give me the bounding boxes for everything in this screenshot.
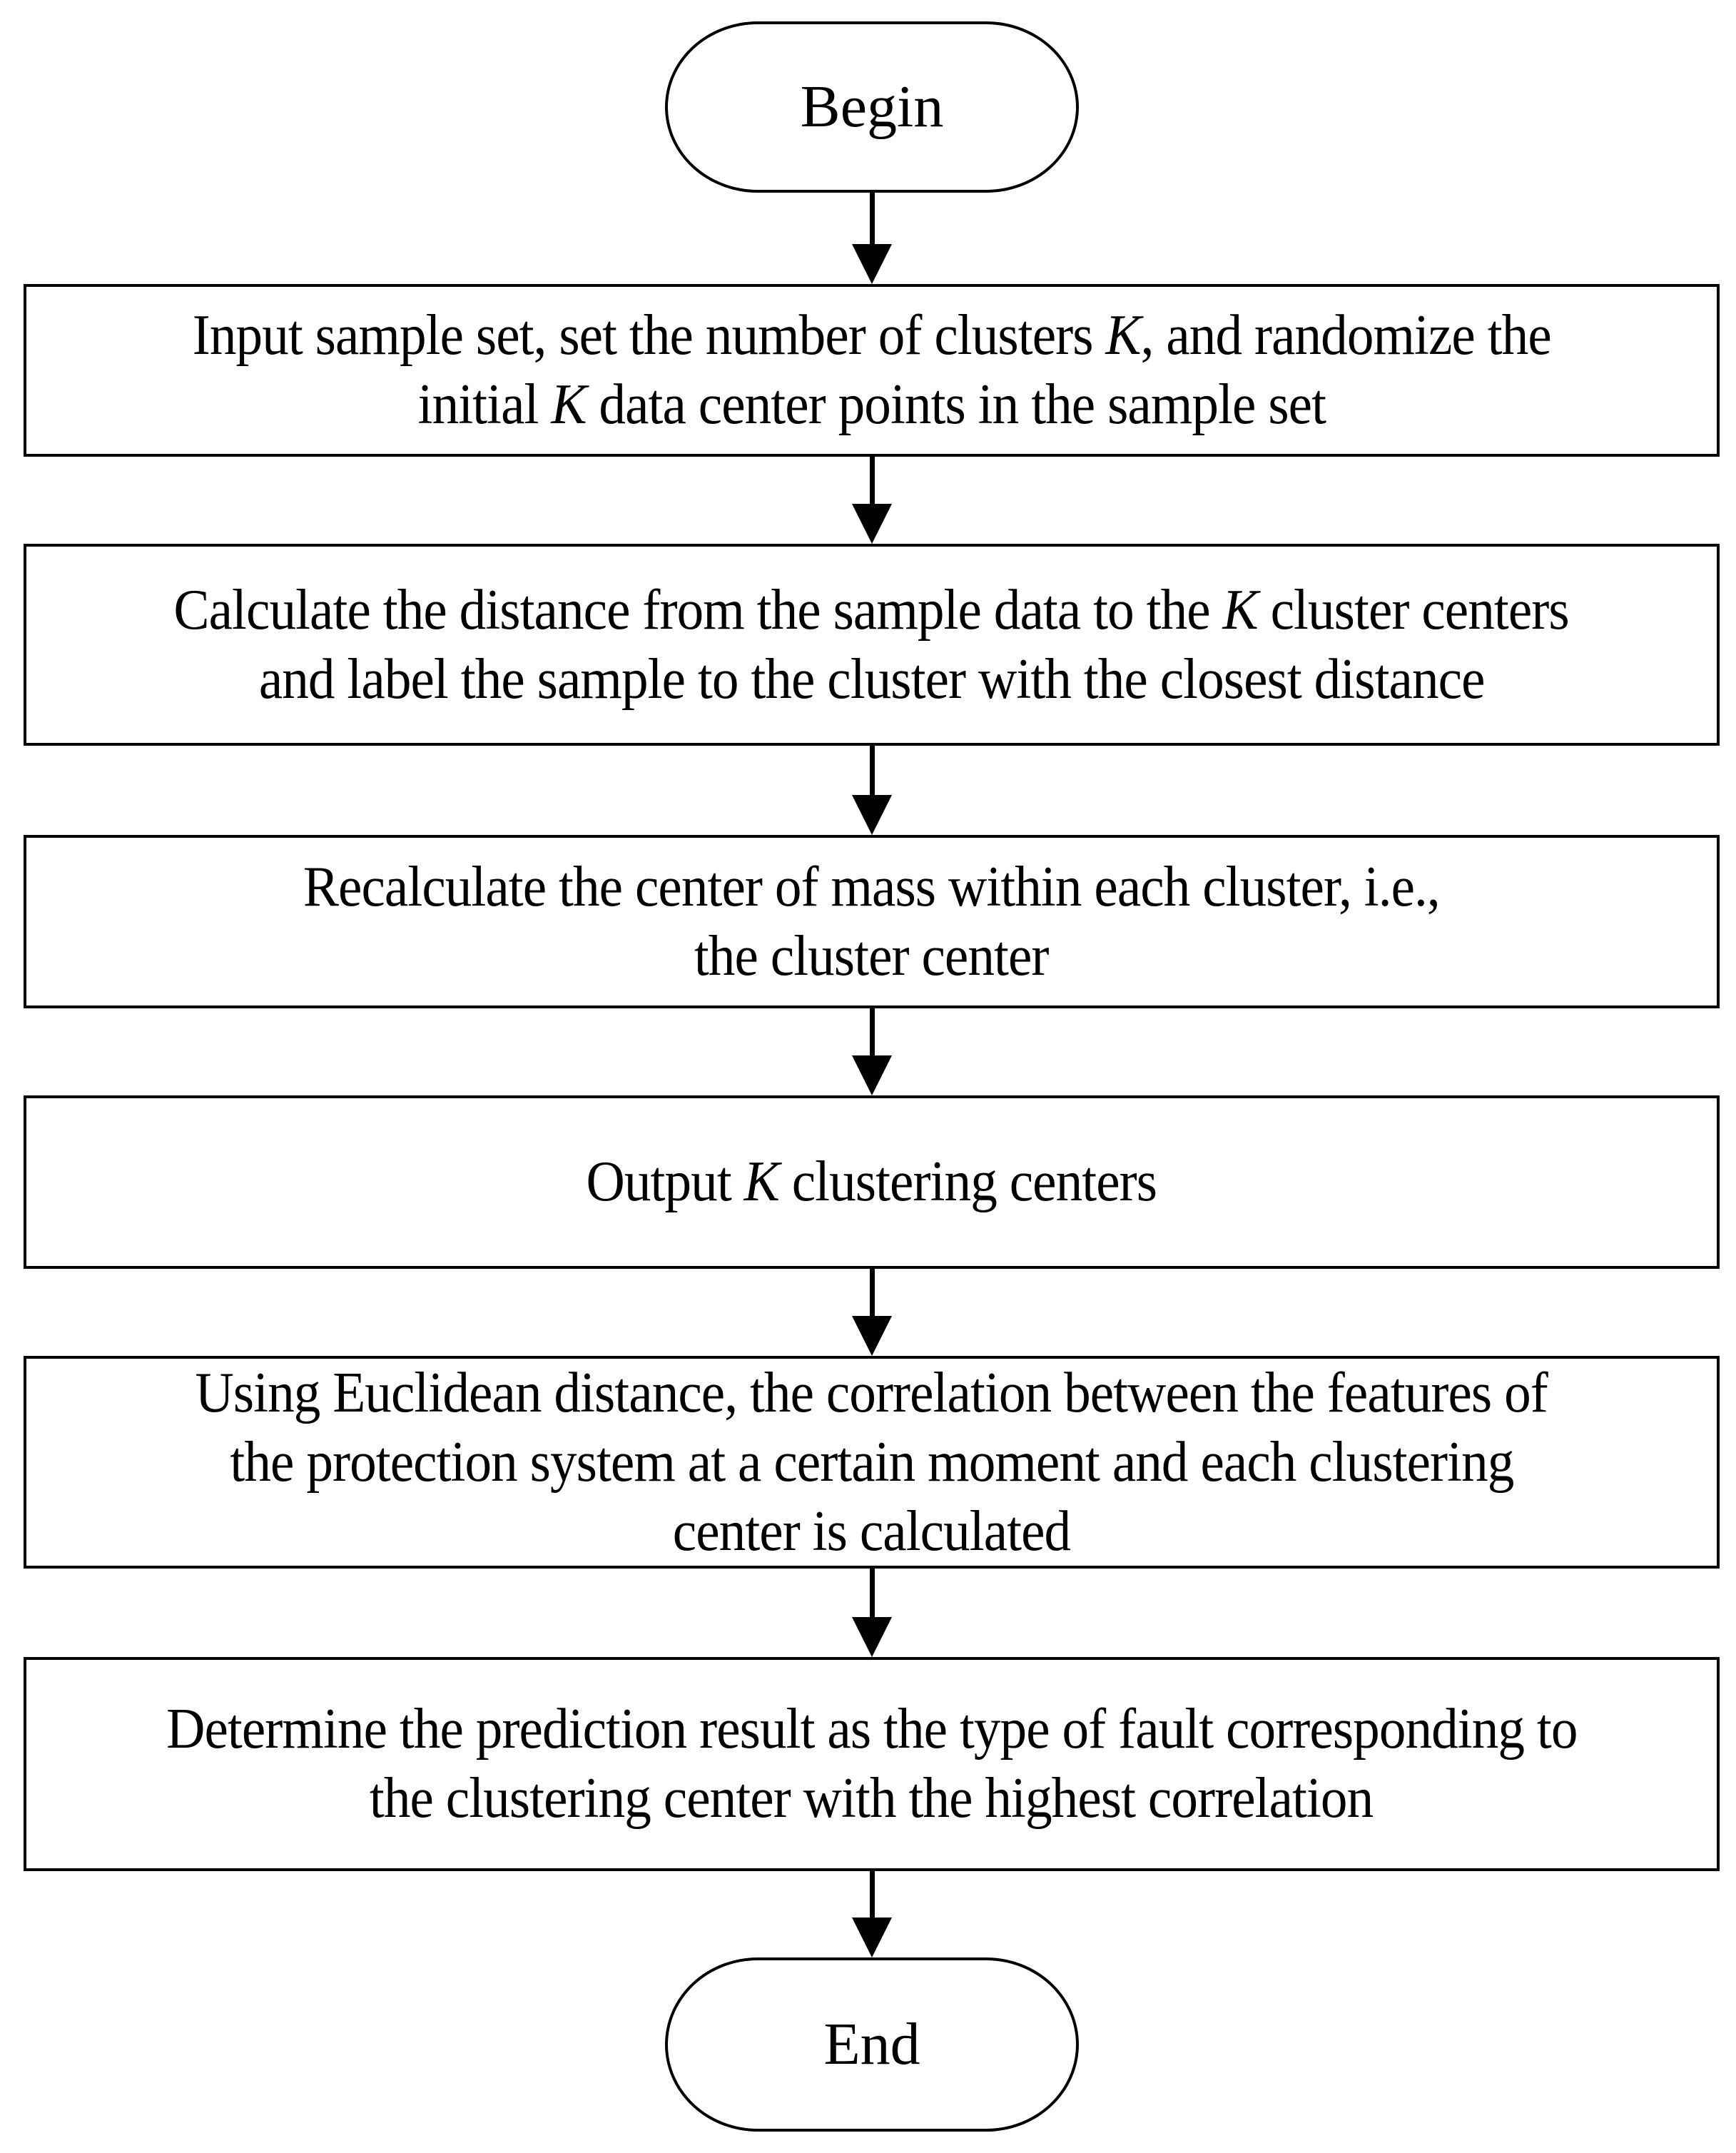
arrow-shaft <box>869 1008 875 1055</box>
process-euclidean-correlation: Using Euclidean distance, the correlatio… <box>24 1356 1720 1569</box>
process-text-line: Using Euclidean distance, the correlatio… <box>195 1361 1548 1424</box>
process-text-line: Determine the prediction result as the t… <box>166 1698 1578 1761</box>
process-text-line: Calculate the distance from the sample d… <box>173 578 1570 642</box>
process-text-line: the cluster center <box>694 924 1050 988</box>
flow-arrow-3 <box>852 746 892 835</box>
process-text-line: Recalculate the center of mass within ea… <box>303 855 1441 918</box>
process-output-clustering-centers: Output K clustering centers <box>24 1095 1720 1269</box>
process-determine-prediction: Determine the prediction result as the t… <box>24 1657 1720 1871</box>
begin-label: Begin <box>800 74 944 140</box>
arrow-head-icon <box>852 504 892 544</box>
process-text-line: the protection system at a certain momen… <box>229 1430 1514 1494</box>
process-text-line: initial K data center points in the samp… <box>417 373 1326 436</box>
arrow-head-icon <box>852 1316 892 1356</box>
arrow-shaft <box>869 457 875 504</box>
flow-arrow-5 <box>852 1269 892 1356</box>
flow-arrow-2 <box>852 457 892 544</box>
process-recalculate-center: Recalculate the center of mass within ea… <box>24 835 1720 1008</box>
process-input-sample-set: Input sample set, set the number of clus… <box>24 284 1720 457</box>
arrow-head-icon <box>852 1055 892 1095</box>
flow-arrow-6 <box>852 1569 892 1657</box>
arrow-shaft <box>869 746 875 795</box>
flow-arrow-4 <box>852 1008 892 1095</box>
terminator-begin: Begin <box>665 21 1079 193</box>
arrow-shaft <box>869 1269 875 1316</box>
terminator-end: End <box>665 1957 1079 2132</box>
arrow-shaft <box>869 1569 875 1617</box>
flow-arrow-7 <box>852 1871 892 1957</box>
process-text-line: center is calculated <box>672 1499 1071 1563</box>
process-text-line: Input sample set, set the number of clus… <box>192 304 1551 367</box>
process-calculate-distance: Calculate the distance from the sample d… <box>24 544 1720 746</box>
arrow-head-icon <box>852 244 892 284</box>
flow-arrow-1 <box>852 193 892 284</box>
process-text-line: Output K clustering centers <box>586 1150 1157 1213</box>
arrow-head-icon <box>852 1617 892 1657</box>
end-label: End <box>823 2011 920 2077</box>
arrow-shaft <box>869 1871 875 1918</box>
process-text-line: the clustering center with the highest c… <box>370 1767 1374 1830</box>
arrow-shaft <box>869 193 875 244</box>
process-text-line: and label the sample to the cluster with… <box>258 647 1486 711</box>
arrow-head-icon <box>852 1918 892 1957</box>
arrow-head-icon <box>852 795 892 835</box>
